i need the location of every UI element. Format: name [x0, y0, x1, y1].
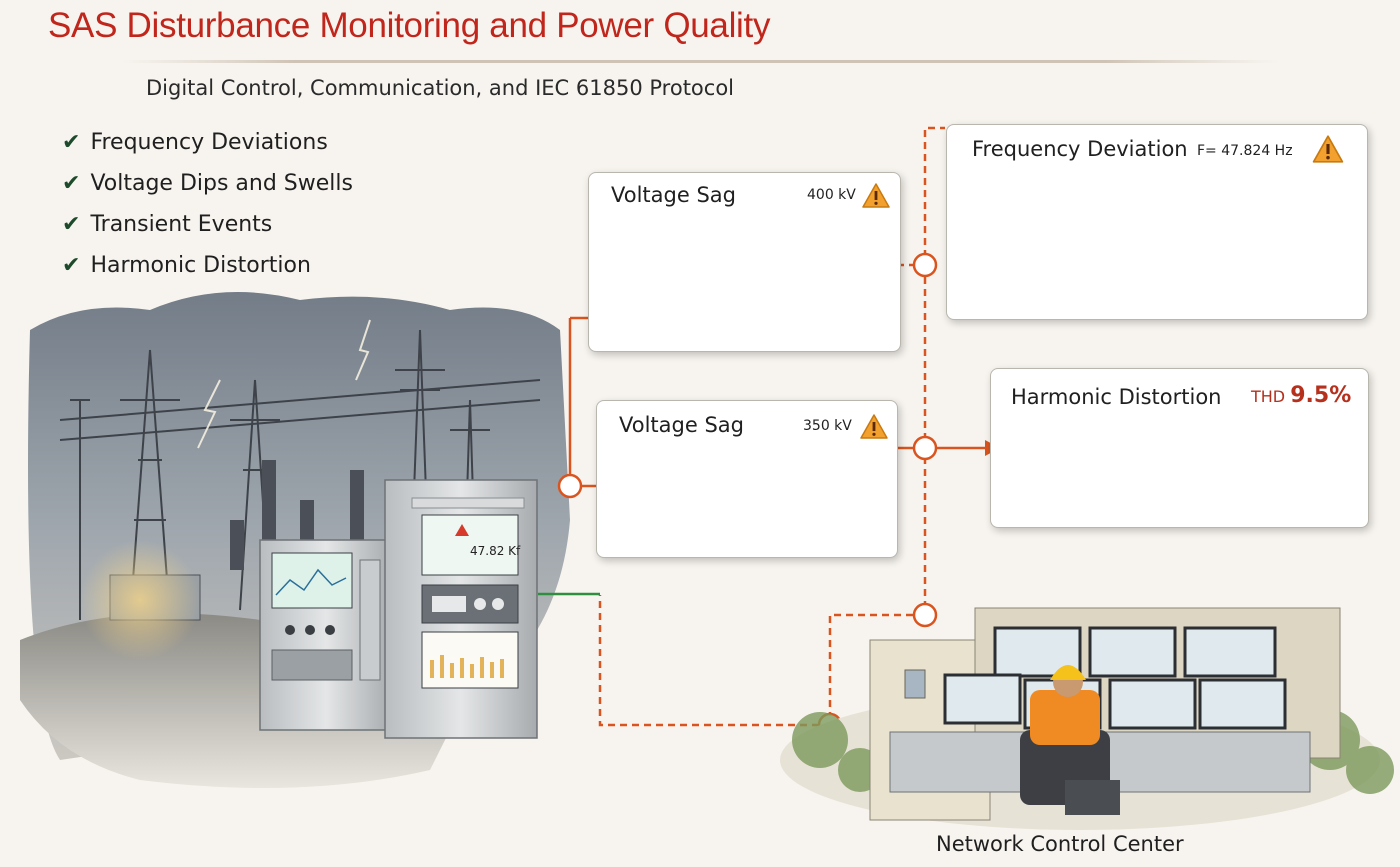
frequency-deviation-card: Frequency Deviation F= 47.824 Hz [946, 124, 1368, 320]
control-room-scene [780, 607, 1394, 830]
voltage-sag-card-2: Voltage Sag 350 kV [596, 400, 898, 558]
control-cabinet-right [384, 479, 538, 739]
card-title: Voltage Sag [619, 413, 744, 437]
warning-icon [1312, 135, 1344, 163]
voltage-sag-card-1: Voltage Sag 400 kV [588, 172, 901, 352]
card-title: Frequency Deviation [972, 137, 1188, 161]
card-title: Harmonic Distortion [1011, 385, 1222, 409]
voltage-badge: 350 kV [803, 418, 852, 434]
thd-value: 9.5% [1290, 383, 1352, 408]
frequency-badge: F= 47.824 Hz [1197, 143, 1293, 159]
link-node [912, 602, 938, 628]
warning-icon [860, 414, 888, 439]
check-mark-icon: ✔ [62, 171, 81, 196]
page-subtitle: Digital Control, Communication, and IEC … [146, 76, 734, 100]
monitoring-checklist: ✔ Frequency Deviations ✔ Voltage Dips and … [62, 124, 353, 288]
link-node [912, 252, 938, 278]
check-mark-icon: ✔ [62, 253, 81, 278]
voltage-badge: 400 kV [807, 187, 856, 203]
thd-label: THD [1251, 387, 1286, 406]
checklist-label: Voltage Dips and Swells [90, 171, 353, 196]
checklist-item: ✔ Transient Events [62, 206, 353, 247]
check-mark-icon: ✔ [62, 130, 81, 155]
card-title: Voltage Sag [611, 183, 736, 207]
cabinet-screen-readout: 47.82 Kf [470, 544, 521, 558]
title-underline [120, 60, 1280, 63]
warning-icon [862, 183, 890, 208]
check-mark-icon: ✔ [62, 212, 81, 237]
control-cabinet-left [259, 539, 393, 731]
page-title: SAS Disturbance Monitoring and Power Qua… [48, 6, 771, 45]
harmonic-distortion-card: Harmonic Distortion THD 9.5% [990, 368, 1369, 528]
checklist-label: Harmonic Distortion [90, 253, 311, 278]
checklist-item: ✔ Frequency Deviations [62, 124, 353, 165]
checklist-item: ✔ Harmonic Distortion [62, 247, 353, 288]
checklist-item: ✔ Voltage Dips and Swells [62, 165, 353, 206]
network-control-center-label: Network Control Center [936, 832, 1184, 856]
link-node [557, 473, 583, 499]
thd-badge: THD 9.5% [1251, 383, 1351, 408]
checklist-label: Transient Events [90, 212, 273, 237]
link-node [912, 435, 938, 461]
checklist-label: Frequency Deviations [90, 130, 328, 155]
